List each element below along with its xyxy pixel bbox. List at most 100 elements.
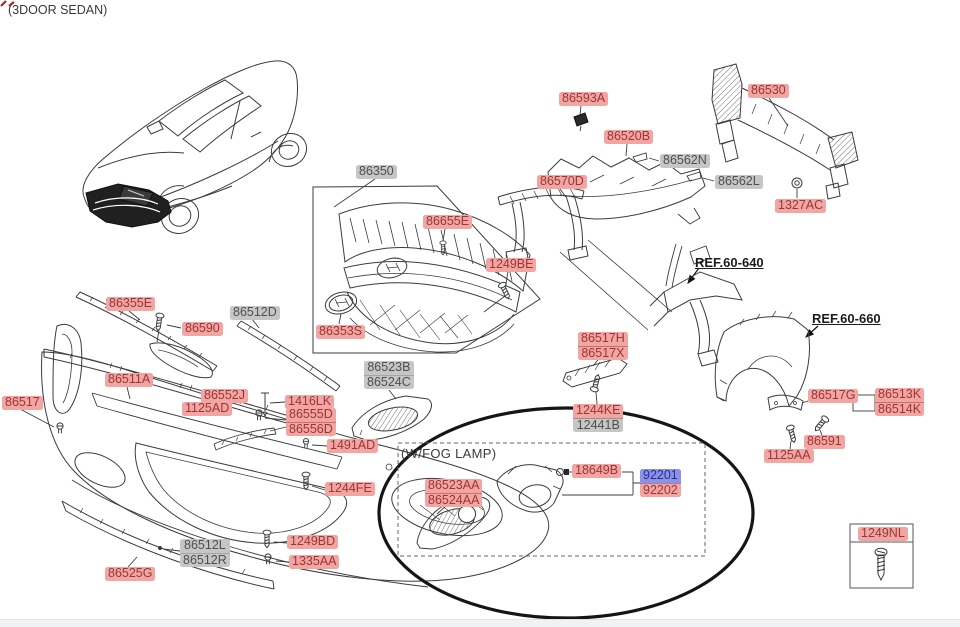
- part-label-86593A[interactable]: 86593A: [559, 92, 609, 106]
- part-label-86591[interactable]: 86591: [804, 435, 845, 449]
- part-number-86655E[interactable]: 86655E: [423, 215, 473, 229]
- fog-lamp-group: [416, 464, 640, 550]
- fender-ref-group: [714, 310, 876, 450]
- cutoff-red-text-fragment: [0, 0, 15, 7]
- part-number-86552J[interactable]: 86552J: [201, 389, 249, 403]
- part-label-86552J[interactable]: 86552J: [201, 389, 249, 403]
- part-number-86562N[interactable]: 86562N: [660, 154, 710, 168]
- footer-bar: [0, 619, 960, 627]
- part-number-86555D[interactable]: 86555D: [286, 408, 336, 422]
- part-label-86512D[interactable]: 86512D: [230, 306, 280, 320]
- part-label-86530[interactable]: 86530: [748, 84, 789, 98]
- part-label-86655E[interactable]: 86655E: [423, 215, 473, 229]
- part-number-86353S[interactable]: 86353S: [316, 325, 366, 339]
- radiator-support-ref: [559, 239, 743, 367]
- part-number-86517G[interactable]: 86517G: [808, 389, 859, 403]
- part-label-1327AC[interactable]: 1327AC: [775, 199, 827, 213]
- part-number-86517X[interactable]: 86517X: [578, 345, 628, 360]
- part-number-12441B[interactable]: 12441B: [573, 417, 624, 432]
- part-number-86590[interactable]: 86590: [182, 322, 223, 336]
- wfog-ellipse: [377, 406, 755, 620]
- part-number-86350[interactable]: 86350: [356, 165, 397, 179]
- part-number-18649B[interactable]: 18649B: [572, 464, 622, 478]
- part-number-1335AA[interactable]: 1335AA: [289, 555, 340, 569]
- part-number-86591[interactable]: 86591: [804, 435, 845, 449]
- part-label-86511A[interactable]: 86511A: [105, 373, 154, 387]
- doc-note: (3DOOR SEDAN): [8, 3, 108, 17]
- part-number-92202[interactable]: 92202: [640, 482, 681, 497]
- part-label-1335AA[interactable]: 1335AA: [289, 555, 340, 569]
- part-number-1416LK[interactable]: 1416LK: [285, 395, 335, 409]
- part-label-1125AD[interactable]: 1125AD: [182, 402, 233, 416]
- part-number-1327AC[interactable]: 1327AC: [775, 199, 827, 213]
- part-label-86520B[interactable]: 86520B: [604, 130, 654, 144]
- part-label-1249BD[interactable]: 1249BD: [287, 535, 339, 549]
- part-label-1244FE[interactable]: 1244FE: [325, 482, 375, 496]
- part-number-86512D[interactable]: 86512D: [230, 306, 280, 320]
- part-number-1249BD[interactable]: 1249BD: [287, 535, 339, 549]
- energy-absorber-group: [497, 105, 715, 263]
- part-number-86512L[interactable]: 86512L: [180, 539, 230, 553]
- part-number-86524C[interactable]: 86524C: [364, 374, 414, 389]
- part-number-86525G[interactable]: 86525G: [105, 567, 156, 581]
- part-number-86530[interactable]: 86530: [748, 84, 789, 98]
- part-number-86524AA[interactable]: 86524AA: [425, 492, 483, 507]
- part-number-86523B[interactable]: 86523B: [364, 361, 414, 375]
- part-label-86562L[interactable]: 86562L: [715, 175, 763, 189]
- part-number-92201[interactable]: 92201: [640, 469, 681, 483]
- ref-60-640[interactable]: REF.60-640: [695, 255, 764, 270]
- part-number-86513K[interactable]: 86513K: [875, 388, 925, 402]
- part-label-86517G[interactable]: 86517G: [808, 389, 859, 403]
- part-number-86520B[interactable]: 86520B: [604, 130, 654, 144]
- part-number-1125AA[interactable]: 1125AA: [764, 449, 814, 463]
- part-label-1249NL[interactable]: 1249NL: [858, 527, 908, 541]
- part-number-1491AD[interactable]: 1491AD: [327, 439, 379, 453]
- ref-60-660[interactable]: REF.60-660: [812, 311, 881, 326]
- part-number-1249BE[interactable]: 1249BE: [486, 258, 537, 272]
- side-garnish: [351, 389, 432, 441]
- part-label-86570D[interactable]: 86570D: [537, 175, 587, 189]
- part-label-1249BE[interactable]: 1249BE: [486, 258, 537, 272]
- part-label-86355E[interactable]: 86355E: [106, 297, 156, 311]
- part-label-18649B[interactable]: 18649B: [572, 464, 622, 478]
- part-label-1125AA[interactable]: 1125AA: [764, 449, 814, 463]
- part-number-86517[interactable]: 86517: [2, 396, 43, 410]
- grille-assembly: [312, 178, 541, 354]
- part-number-86355E[interactable]: 86355E: [106, 297, 156, 311]
- part-label-86353S[interactable]: 86353S: [316, 325, 366, 339]
- bumper-beam-group: [711, 63, 859, 200]
- wfog-callout: [377, 406, 755, 620]
- part-label-86350[interactable]: 86350: [356, 165, 397, 179]
- part-label-1491AD[interactable]: 1491AD: [327, 439, 379, 453]
- part-label-86562N[interactable]: 86562N: [660, 154, 710, 168]
- part-number-86514K[interactable]: 86514K: [875, 401, 925, 416]
- part-label-86590[interactable]: 86590: [182, 322, 223, 336]
- part-label-86517[interactable]: 86517: [2, 396, 43, 410]
- part-number-1125AD[interactable]: 1125AD: [182, 402, 233, 416]
- part-label-86525G[interactable]: 86525G: [105, 567, 156, 581]
- part-label-1416LK[interactable]: 1416LK: [285, 395, 335, 409]
- part-number-86523AA[interactable]: 86523AA: [425, 479, 483, 493]
- part-number-86570D[interactable]: 86570D: [537, 175, 587, 189]
- part-number-86512R[interactable]: 86512R: [180, 552, 230, 567]
- part-number-86511A[interactable]: 86511A: [105, 373, 154, 387]
- part-number-86517H[interactable]: 86517H: [578, 332, 628, 346]
- part-number-86556D[interactable]: 86556D: [286, 421, 336, 436]
- part-number-1244KE[interactable]: 1244KE: [573, 404, 624, 418]
- part-number-86562L[interactable]: 86562L: [715, 175, 763, 189]
- part-number-1249NL[interactable]: 1249NL: [858, 527, 908, 541]
- part-number-1244FE[interactable]: 1244FE: [325, 482, 375, 496]
- car-illustration: [82, 60, 308, 234]
- part-number-86593A[interactable]: 86593A: [559, 92, 609, 106]
